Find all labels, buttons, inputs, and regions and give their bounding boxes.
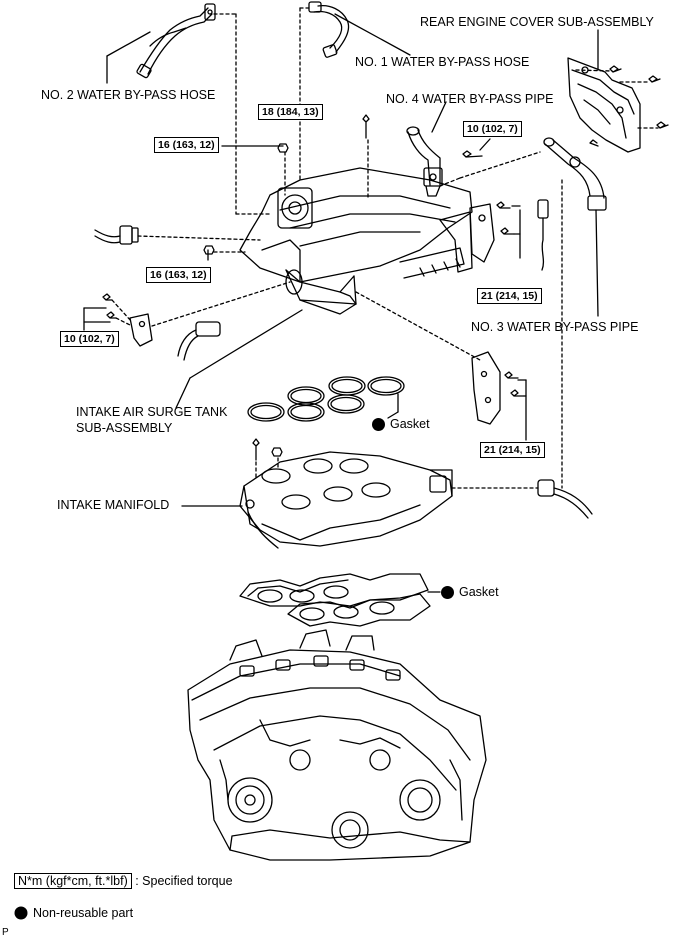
port-gaskets <box>239 573 431 627</box>
manifold-nut <box>271 447 283 457</box>
non-reusable-dot-icon <box>441 585 454 599</box>
label-no4-water-bypass-pipe: NO. 4 WATER BY-PASS PIPE <box>386 92 554 106</box>
no4-water-bypass-pipe <box>406 126 443 197</box>
torque-spec-21-214-15-lower: 21 (214, 15) <box>480 442 545 458</box>
legend-torque-text: : Specified torque <box>135 874 233 888</box>
label-no2-water-bypass-hose: NO. 2 WATER BY-PASS HOSE <box>41 88 216 102</box>
label-surge-tank-line2: SUB-ASSEMBLY <box>76 421 173 435</box>
torque-spec-18-184-13: 18 (184, 13) <box>258 104 323 120</box>
surge-tank-bolts <box>203 114 370 255</box>
engine-block <box>187 629 487 861</box>
left-bracket <box>102 293 153 347</box>
intake-manifold <box>239 451 453 549</box>
no2-water-bypass-hose <box>136 3 216 79</box>
no3-pipe-bolt <box>589 139 599 147</box>
no1-water-bypass-hose <box>308 1 350 58</box>
legend-torque-box: N*m (kgf*cm, ft.*lbf) <box>14 873 132 889</box>
intake-air-surge-tank <box>239 167 473 315</box>
intake-gasket-rings <box>247 376 405 422</box>
manifold-bolt <box>252 438 260 461</box>
torque-spec-16-163-12-lower: 16 (163, 12) <box>146 267 211 283</box>
gasket-label-upper: Gasket <box>390 417 430 431</box>
rear-engine-cover <box>567 57 641 153</box>
legend-torque: N*m (kgf*cm, ft.*lbf) : Specified torque <box>14 873 233 889</box>
left-wire-harness <box>94 225 139 245</box>
gasket-callout-upper: Gasket <box>372 417 430 431</box>
label-intake-manifold: INTAKE MANIFOLD <box>57 498 170 512</box>
torque-spec-10-102-7-upper: 10 (102, 7) <box>463 121 522 137</box>
torque-spec-21-214-15-upper: 21 (214, 15) <box>477 288 542 304</box>
legend-nonreusable: Non-reusable part <box>33 906 134 920</box>
cover-bolts <box>609 65 669 129</box>
torque-spec-16-163-12-upper: 16 (163, 12) <box>154 137 219 153</box>
non-reusable-dot-icon <box>372 417 385 431</box>
torque-spec-10-102-7-lower: 10 (102, 7) <box>60 331 119 347</box>
label-no1-water-bypass-hose: NO. 1 WATER BY-PASS HOSE <box>355 55 530 69</box>
sensor-connector <box>177 321 221 361</box>
right-lower-bracket <box>471 351 525 425</box>
label-rear-engine-cover: REAR ENGINE COVER SUB-ASSEMBLY <box>420 15 654 29</box>
legend-dot-icon <box>14 906 28 920</box>
corner-mark: P <box>2 927 9 938</box>
label-no3-water-bypass-pipe: NO. 3 WATER BY-PASS PIPE <box>471 320 639 334</box>
right-wire-harness <box>537 479 593 519</box>
label-surge-tank-line1: INTAKE AIR SURGE TANK <box>76 405 228 419</box>
no4-pipe-bolt <box>462 150 483 158</box>
gasket-callout-lower: Gasket <box>441 585 499 599</box>
gasket-label-lower: Gasket <box>459 585 499 599</box>
no3-water-bypass-pipe <box>543 137 607 211</box>
right-upper-bracket <box>469 199 549 271</box>
